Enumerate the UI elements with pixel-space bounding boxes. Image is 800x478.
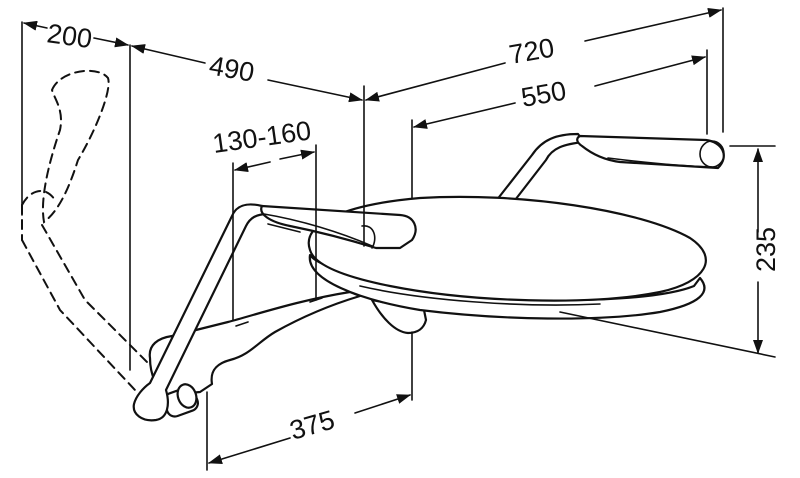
front-arm-frame xyxy=(132,203,270,422)
dimension-label-130-160: 130-160 xyxy=(211,115,313,158)
wall-bracket xyxy=(148,290,362,397)
back-arm-frame xyxy=(494,132,586,206)
dimension-lines xyxy=(23,8,763,464)
dimension-label-200: 200 xyxy=(45,18,94,54)
dimension-label-550: 550 xyxy=(519,76,569,113)
dimension-label-375: 375 xyxy=(286,405,338,446)
folded-position-outline xyxy=(21,69,151,391)
front-armrest-pad xyxy=(260,204,417,250)
back-armrest-pad xyxy=(576,134,725,170)
hinge-cylinder xyxy=(163,383,199,418)
dimension-label-720: 720 xyxy=(507,33,557,70)
extension-lines xyxy=(21,7,776,471)
dimension-label-235: 235 xyxy=(751,227,781,272)
dimension-label-490: 490 xyxy=(207,50,257,87)
